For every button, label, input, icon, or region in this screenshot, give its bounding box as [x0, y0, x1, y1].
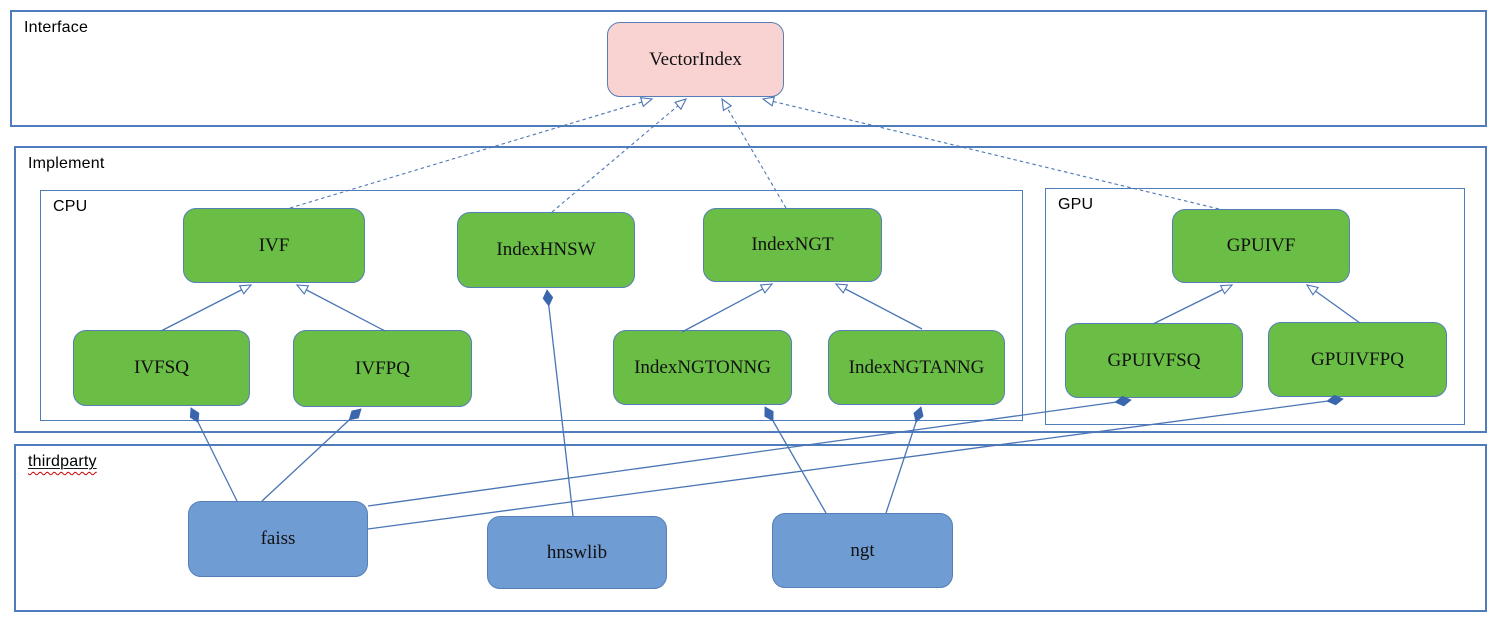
node-indexngtanng-label: IndexNGTANNG — [848, 356, 985, 378]
node-gpuivfpq[interactable]: GPUIVFPQ — [1268, 322, 1447, 397]
node-ivfpq-label: IVFPQ — [355, 357, 410, 379]
frame-implement-label: Implement — [28, 155, 105, 172]
node-faiss[interactable]: faiss — [188, 501, 368, 577]
node-ivfsq-label: IVFSQ — [134, 357, 189, 378]
node-ngt[interactable]: ngt — [772, 513, 953, 588]
node-faiss-label: faiss — [260, 528, 296, 549]
node-gpuivf[interactable]: GPUIVF — [1172, 209, 1350, 283]
node-gpuivfpq-label: GPUIVFPQ — [1311, 348, 1404, 370]
node-ivfsq[interactable]: IVFSQ — [73, 330, 250, 406]
node-ivf-label: IVF — [258, 234, 290, 256]
frame-thirdparty-label-text: thirdparty — [28, 453, 97, 470]
node-indexhnsw-label: IndexHNSW — [496, 239, 596, 260]
node-vectorindex[interactable]: VectorIndex — [607, 22, 784, 97]
node-indexngtanng[interactable]: IndexNGTANNG — [828, 330, 1005, 405]
node-hnswlib-label: hnswlib — [546, 541, 608, 563]
frame-cpu-label: CPU — [53, 198, 88, 215]
node-indexhnsw[interactable]: IndexHNSW — [457, 212, 635, 288]
node-gpuivfsq[interactable]: GPUIVFSQ — [1065, 323, 1243, 398]
node-gpuivfsq-label: GPUIVFSQ — [1107, 349, 1201, 371]
node-ngt-label: ngt — [850, 539, 875, 561]
frame-thirdparty-label: thirdparty — [28, 453, 97, 471]
node-ivfpq[interactable]: IVFPQ — [293, 330, 472, 407]
node-indexngtonng-label: IndexNGTONNG — [634, 356, 771, 378]
node-indexngt[interactable]: IndexNGT — [703, 208, 882, 282]
node-hnswlib[interactable]: hnswlib — [487, 516, 667, 589]
node-indexngt-label: IndexNGT — [751, 234, 834, 255]
frame-interface-label: Interface — [24, 19, 89, 36]
node-ivf[interactable]: IVF — [183, 208, 365, 283]
node-indexngtonng[interactable]: IndexNGTONNG — [613, 330, 792, 405]
frame-gpu-label: GPU — [1058, 196, 1094, 213]
node-vectorindex-label: VectorIndex — [649, 48, 742, 70]
node-gpuivf-label: GPUIVF — [1226, 235, 1296, 256]
